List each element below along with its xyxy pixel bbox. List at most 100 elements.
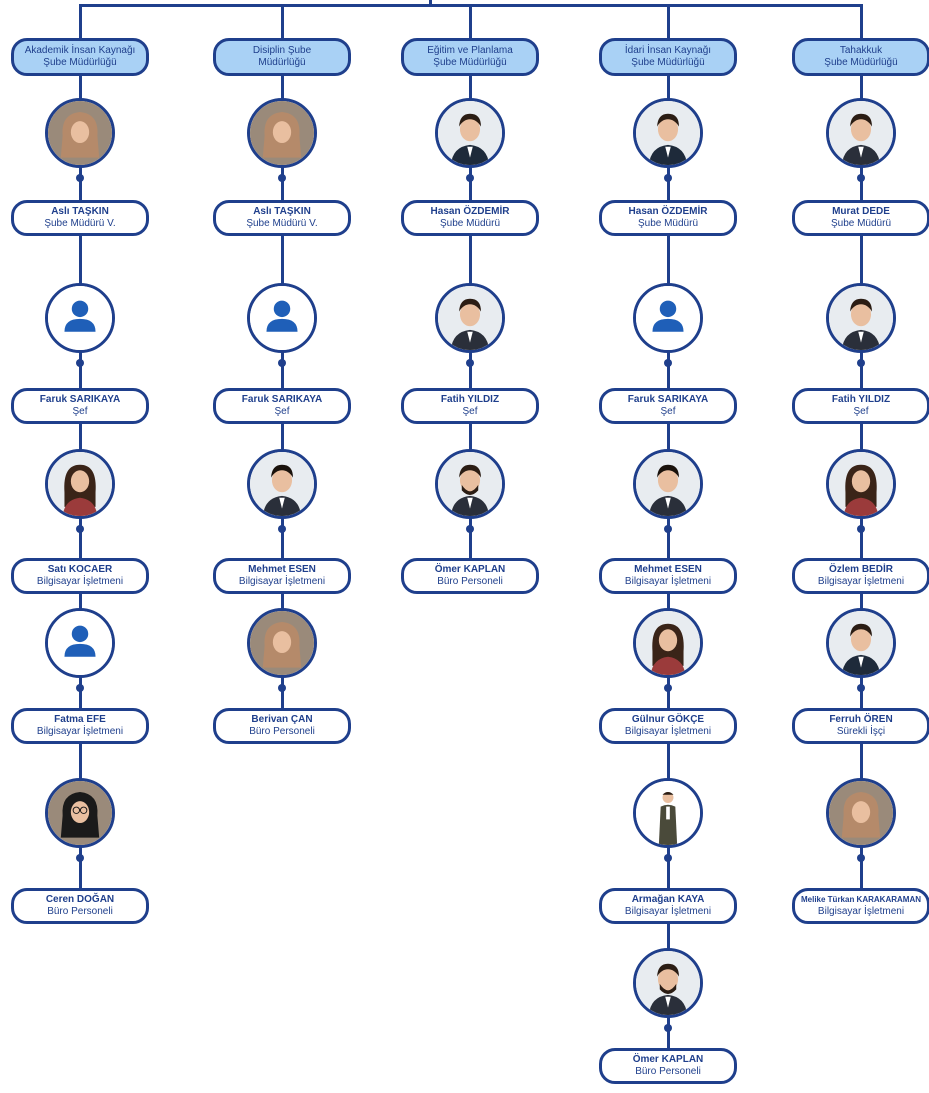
connector-dot [664, 854, 672, 862]
person-name: Satı KOCAER [47, 564, 113, 575]
unit-name-line1: Disiplin Şube [252, 45, 312, 56]
person-card: Melike Türkan KARAKARAMAN Bilgisayar İşle… [792, 888, 929, 924]
person-title: Bilgisayar İşletmeni [624, 576, 712, 587]
person-name: Faruk SARIKAYA [241, 394, 323, 405]
person-title: Şef [853, 406, 869, 417]
connector-dot [466, 174, 474, 182]
profile-photo [826, 449, 896, 519]
unit-name-line2: Müdürlüğü [258, 57, 306, 68]
profile-photo [826, 608, 896, 678]
person-name: Özlem BEDİR [829, 564, 893, 575]
person-title: Bilgisayar İşletmeni [817, 576, 905, 587]
person-title: Büro Personeli [437, 576, 503, 587]
person-title: Büro Personeli [635, 1066, 701, 1077]
connector-dot [857, 359, 865, 367]
user-placeholder-icon [45, 608, 115, 678]
person-title: Bilgisayar İşletmeni [624, 906, 712, 917]
connector-dot [76, 854, 84, 862]
person-name: Aslı TAŞKIN [253, 206, 311, 217]
unit-name-line2: Şube Müdürlüğü [824, 57, 898, 68]
person-title: Bilgisayar İşletmeni [36, 726, 124, 737]
profile-photo [45, 98, 115, 168]
connector-dot [278, 174, 286, 182]
person-name: Mehmet ESEN [248, 564, 316, 575]
person-name: Murat DEDE [832, 206, 890, 217]
unit-name-line1: Eğitim ve Planlama [427, 45, 513, 56]
column-connector-line [469, 4, 472, 558]
person-title: Şef [72, 406, 88, 417]
connector-dot [76, 525, 84, 533]
person-title: Bilgisayar İşletmeni [817, 906, 905, 917]
person-name: Berivan ÇAN [251, 714, 313, 725]
person-name: Faruk SARIKAYA [627, 394, 709, 405]
person-name: Ömer KAPLAN [632, 1054, 704, 1065]
connector-dot [278, 684, 286, 692]
profile-photo [633, 449, 703, 519]
person-name: Fatma EFE [54, 714, 106, 725]
person-name: Faruk SARIKAYA [39, 394, 121, 405]
person-name: Aslı TAŞKIN [51, 206, 109, 217]
profile-photo [435, 283, 505, 353]
person-title: Şef [462, 406, 478, 417]
person-name: Hasan ÖZDEMİR [628, 206, 708, 217]
person-name: Ferruh ÖREN [829, 714, 893, 725]
connector-dot [664, 359, 672, 367]
profile-photo [826, 98, 896, 168]
profile-photo [247, 608, 317, 678]
person-name: Armağan KAYA [631, 894, 705, 905]
person-name: Melike Türkan KARAKARAMAN [800, 895, 921, 904]
person-title: Bilgisayar İşletmeni [238, 576, 326, 587]
person-title: Bilgisayar İşletmeni [624, 726, 712, 737]
connector-dot [76, 359, 84, 367]
person-title: Sürekli İşçi [836, 726, 886, 737]
profile-photo [633, 608, 703, 678]
person-name: Fatih YILDIZ [440, 394, 500, 405]
connector-dot [664, 1024, 672, 1032]
profile-photo [435, 449, 505, 519]
profile-photo [826, 778, 896, 848]
user-placeholder-icon [247, 283, 317, 353]
connector-dot [664, 174, 672, 182]
connector-dot [76, 174, 84, 182]
profile-photo [633, 778, 703, 848]
person-title: Büro Personeli [47, 906, 113, 917]
connector-dot [466, 525, 474, 533]
profile-photo [45, 778, 115, 848]
person-title: Şube Müdürü [830, 218, 892, 229]
person-name: Ömer KAPLAN [434, 564, 506, 575]
connector-dot [857, 684, 865, 692]
person-title: Büro Personeli [249, 726, 315, 737]
person-name: Mehmet ESEN [634, 564, 702, 575]
person-title: Şef [660, 406, 676, 417]
connector-dot [857, 525, 865, 533]
unit-name-line2: Şube Müdürlüğü [631, 57, 705, 68]
person-name: Hasan ÖZDEMİR [430, 206, 510, 217]
person-title: Şube Müdürü [637, 218, 699, 229]
profile-photo [633, 98, 703, 168]
person-title: Bilgisayar İşletmeni [36, 576, 124, 587]
connector-dot [278, 359, 286, 367]
user-placeholder-icon [45, 283, 115, 353]
connector-dot [664, 525, 672, 533]
person-title: Şube Müdürü [439, 218, 501, 229]
